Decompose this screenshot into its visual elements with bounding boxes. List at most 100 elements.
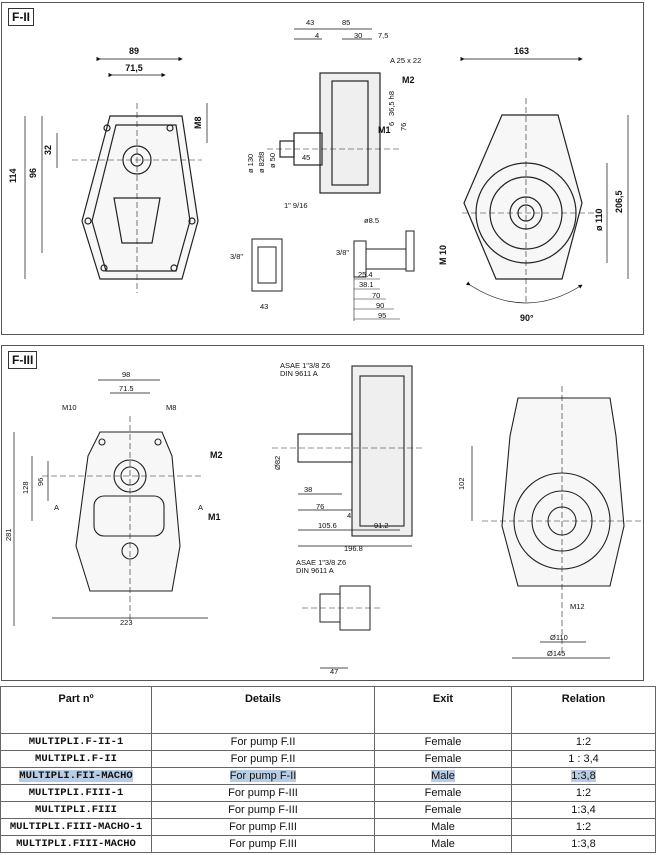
dim-281: 281 (4, 528, 13, 541)
label-m2: M2 (402, 75, 415, 85)
dim-47: 47 (330, 667, 338, 676)
dim-4: 4 (347, 511, 351, 520)
label-din-1: DIN 9611 A (280, 369, 318, 378)
fii-front-dims (24, 56, 208, 279)
dim-d50: ø 50 (268, 153, 277, 168)
cell-part: MULTIPLI.FIII-MACHO-1 (0, 818, 152, 836)
cell-details: For pump F.II (151, 733, 375, 751)
cell-exit: Female (374, 750, 512, 768)
cell-relation: 1:2 (511, 818, 656, 836)
drawing-f-iii: 98 71.5 M10 M8 281 128 96 A A M2 M1 223 … (4, 361, 642, 676)
fiii-detail-shaft (302, 585, 382, 669)
cell-part: MULTIPLI.FII-MACHO (19, 770, 133, 782)
dim-32: 32 (43, 145, 53, 155)
header-part-no: Part nº (0, 686, 152, 734)
fiii-rear-view (482, 386, 642, 656)
cell-exit: Male (431, 770, 455, 782)
dim-7-5: 7,5 (378, 31, 388, 40)
label-a-left: A (54, 503, 59, 512)
header-exit: Exit (374, 686, 512, 734)
parts-table: Part nº Details Exit Relation MULTIPLI.F… (0, 686, 656, 853)
cell-part: MULTIPLI.F-II-1 (0, 733, 152, 751)
dim-196-8: 196.8 (344, 544, 363, 553)
dim-d130: ø 130 (246, 154, 255, 173)
dim-30: 30 (354, 31, 362, 40)
header-relation: Relation (511, 686, 656, 734)
dim-95: 95 (378, 311, 386, 320)
fiii-front-view (42, 416, 202, 621)
dim-d110: Ø110 (550, 633, 568, 642)
dim-76: 76 (399, 123, 408, 131)
cell-exit: Male (374, 835, 512, 853)
table-row: MULTIPLI.FIII-MACHO For pump F.III Male … (0, 835, 656, 853)
cell-relation: 1 : 3,4 (511, 750, 656, 768)
dim-m8: M8 (193, 116, 203, 129)
dim-d8-5: ø8.5 (364, 216, 379, 225)
cell-relation: 1:2 (511, 784, 656, 802)
dim-91-2: 91.2 (374, 521, 389, 530)
dim-206-5: 206,5 (614, 190, 624, 213)
header-details: Details (151, 686, 375, 734)
cell-relation: 1:2 (511, 733, 656, 751)
fiii-side-view (272, 365, 422, 537)
table-row: MULTIPLI.FIII For pump F-III Female 1:3,… (0, 801, 656, 819)
table-row: MULTIPLI.FIII-1 For pump F-III Female 1:… (0, 784, 656, 802)
cell-details: For pump F-III (151, 801, 375, 819)
dim-43-b: 43 (260, 302, 268, 311)
table-row: MULTIPLI.FIII-MACHO-1 For pump F.III Mal… (0, 818, 656, 836)
cell-exit: Female (374, 784, 512, 802)
dim-114: 114 (8, 168, 18, 183)
label-a-right: A (198, 503, 203, 512)
label-m2: M2 (210, 450, 223, 460)
table-row: MULTIPLI.F-II-1 For pump F.II Female 1:2 (0, 733, 656, 751)
dim-89: 89 (129, 46, 139, 56)
fii-side-view (267, 72, 402, 194)
dim-70: 70 (372, 291, 380, 300)
dim-71-5: 71,5 (125, 63, 143, 73)
dim-m12: M12 (570, 602, 585, 611)
cell-relation: 1:3,8 (571, 770, 596, 782)
cell-exit: Female (374, 801, 512, 819)
dim-43: 43 (306, 18, 314, 27)
cell-details: For pump F-III (151, 784, 375, 802)
dim-38-1: 38.1 (359, 280, 374, 289)
label-asae-1: ASAE 1"3/8 Z6 (280, 361, 330, 370)
dim-96: 96 (36, 478, 45, 486)
cell-relation: 1:3,4 (511, 801, 656, 819)
dim-90-deg: 90° (520, 313, 534, 323)
cell-part: MULTIPLI.FIII-MACHO (0, 835, 152, 853)
dim-76: 76 (316, 502, 324, 511)
fii-front-view (72, 103, 202, 293)
dim-a25: A 25 x 22 (390, 56, 421, 65)
dim-96: 96 (28, 168, 38, 178)
dim-d82: ø 82f8 (257, 152, 266, 173)
dim-105-6: 105.6 (318, 521, 337, 530)
dim-128: 128 (21, 481, 30, 494)
dim-102: 102 (457, 477, 466, 490)
label-din-2: DIN 9611 A (296, 566, 334, 575)
label-m1: M1 (378, 125, 391, 135)
dim-25-4: 25.4 (358, 270, 373, 279)
dim-223: 223 (120, 618, 133, 627)
label-m1: M1 (208, 512, 221, 522)
cell-details: For pump F.III (151, 835, 375, 853)
dim-45: 45 (302, 153, 310, 162)
dim-4: 4 (315, 31, 319, 40)
dim-m8: M8 (166, 403, 176, 412)
dim-98: 98 (122, 370, 130, 379)
panel-f-ii: F-II 89 71,5 114 96 32 M8 (1, 2, 644, 335)
dim-36-5: 36,5 h8 (387, 91, 396, 116)
dim-38: 38 (304, 485, 312, 494)
drawing-f-ii: 89 71,5 114 96 32 M8 43 85 4 30 7,5 A 25… (8, 18, 629, 323)
dim-1-9-16: 1" 9/16 (284, 201, 308, 210)
cell-exit: Female (374, 733, 512, 751)
dim-m10: M 10 (438, 245, 448, 265)
dim-85: 85 (342, 18, 350, 27)
label-asae-2: ASAE 1"3/8 Z6 (296, 558, 346, 567)
dim-m10: M10 (62, 403, 77, 412)
fii-detail-female (251, 238, 283, 292)
fii-rear-view (462, 98, 602, 304)
cell-part: MULTIPLI.F-II (0, 750, 152, 768)
dim-3-8-a: 3/8" (230, 252, 243, 261)
cell-exit: Male (374, 818, 512, 836)
